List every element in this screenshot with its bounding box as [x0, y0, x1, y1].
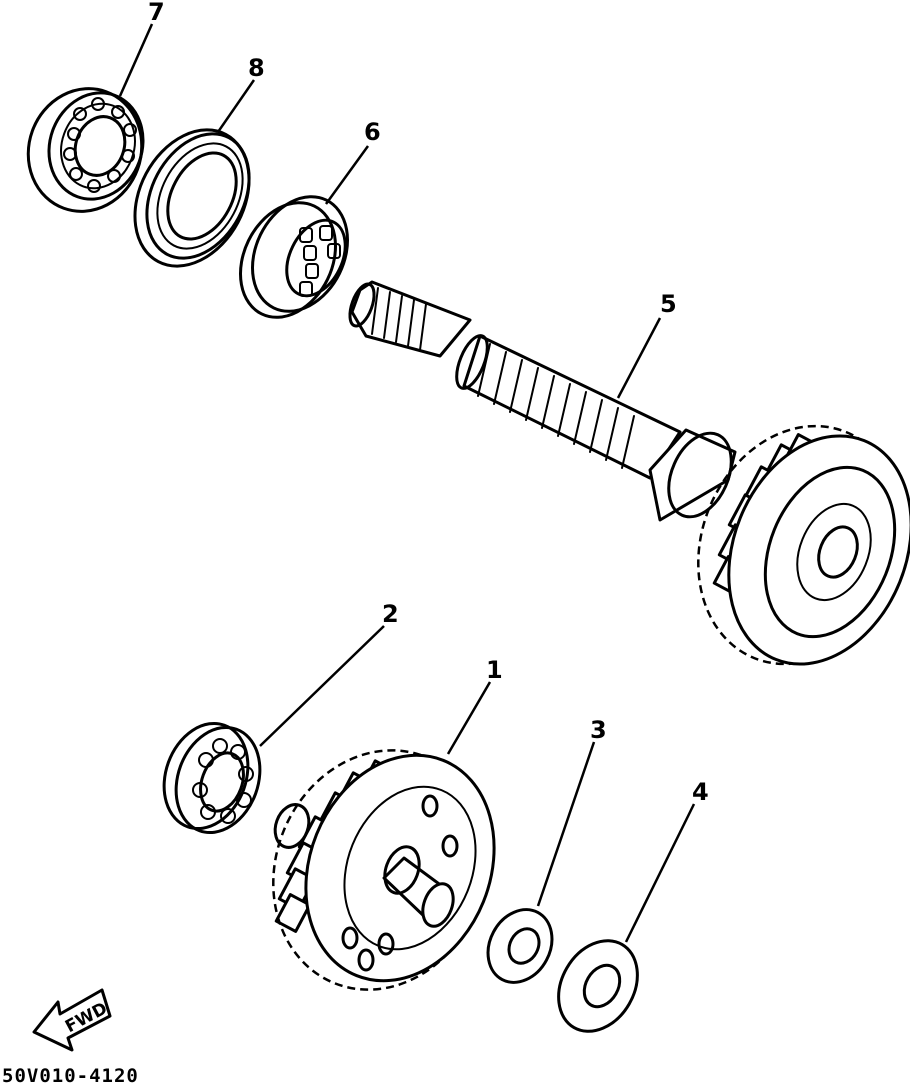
callout-8: 8 — [248, 54, 265, 82]
callout-1: 1 — [486, 656, 503, 684]
callout-5: 5 — [660, 290, 677, 318]
callout-6: 6 — [364, 118, 381, 146]
callout-7: 7 — [148, 0, 165, 26]
washer-part-4 — [557, 939, 639, 1033]
callout-labels: 7 8 6 5 2 1 3 4 — [148, 0, 709, 806]
forward-direction-arrow: FWD — [32, 988, 112, 1052]
needle-bearing-part-6 — [239, 195, 349, 319]
leader-lines — [118, 23, 696, 943]
callout-2: 2 — [382, 600, 399, 628]
drawing-code: 50V010-4120 — [2, 1065, 139, 1087]
washer-part-3 — [486, 908, 554, 984]
callout-3: 3 — [590, 716, 607, 744]
shaft-part-5 — [348, 280, 910, 666]
gear-part-1 — [272, 749, 496, 991]
bearing-part-7 — [26, 87, 145, 213]
bearing-part-2 — [162, 721, 262, 835]
oil-seal-part-8 — [133, 128, 251, 268]
callout-4: 4 — [692, 778, 709, 806]
